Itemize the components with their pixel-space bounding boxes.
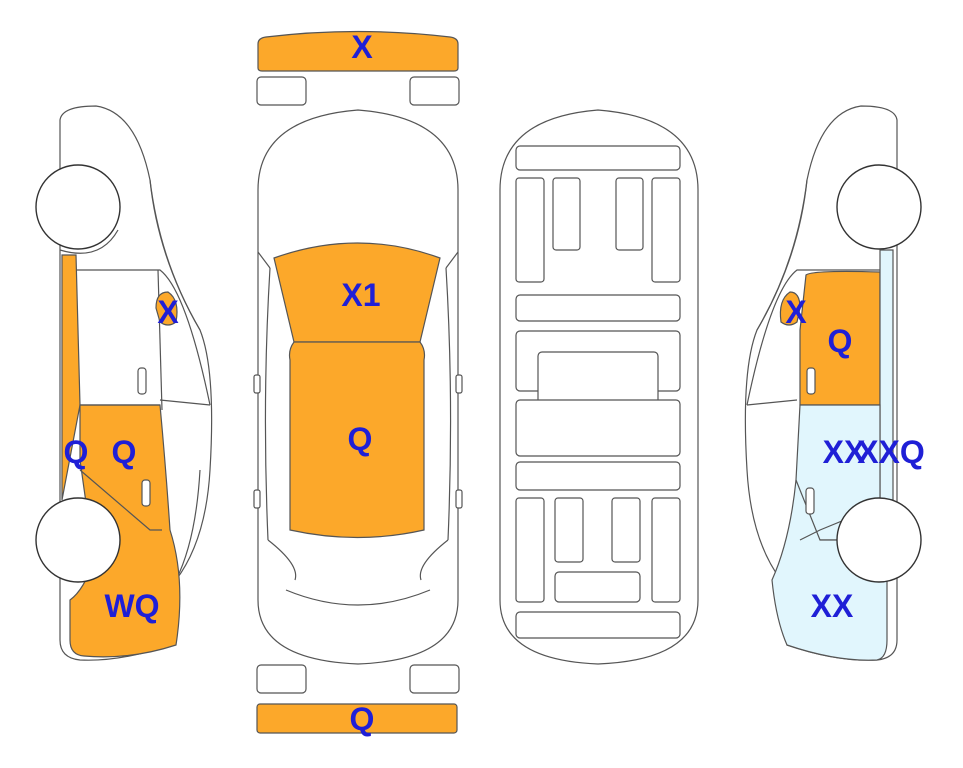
left-front-wheel [35, 164, 121, 250]
label-right-mirror: X [785, 294, 807, 330]
label-right-rear-door-b: XXQ [857, 434, 925, 470]
roof-panel[interactable] [288, 341, 426, 539]
front-right-light [409, 76, 460, 106]
label-windshield: X1 [341, 277, 380, 313]
right-mirror-panel[interactable] [779, 291, 801, 326]
label-rear-bumper: Q [350, 701, 375, 737]
left-rear-wheel [35, 497, 121, 583]
label-roof: Q [348, 421, 373, 457]
right-rear-fender-panel[interactable] [771, 479, 888, 661]
front-bumper-panel[interactable] [257, 30, 459, 72]
label-right-rear-door-a: XX [823, 434, 866, 470]
rear-bumper-panel[interactable] [256, 703, 458, 734]
car-top-view [253, 30, 463, 734]
left-mirror-panel[interactable] [155, 291, 178, 326]
car-underside-view [499, 109, 699, 665]
rear-right-light [409, 664, 460, 694]
car-right-side-view [744, 105, 922, 661]
right-front-wheel [836, 164, 922, 250]
label-front-bumper: X [351, 29, 373, 65]
car-left-side-view [35, 105, 213, 661]
label-right-rear-fender: XX [811, 588, 854, 624]
label-left-rear-fender: WQ [104, 588, 159, 624]
label-left-front-door: Q [64, 434, 89, 470]
windshield-panel[interactable] [273, 242, 441, 343]
rear-left-light [256, 664, 307, 694]
left-rear-door-panel[interactable] [69, 404, 181, 658]
label-right-front-door: Q [828, 323, 853, 359]
label-left-mirror: X [157, 294, 179, 330]
damage-labels: X X1 Q Q X Q Q WQ X Q XX XXQ XX [64, 29, 925, 737]
right-rear-wheel [836, 497, 922, 583]
label-left-rear-door: Q [112, 434, 137, 470]
front-left-light [256, 76, 307, 106]
